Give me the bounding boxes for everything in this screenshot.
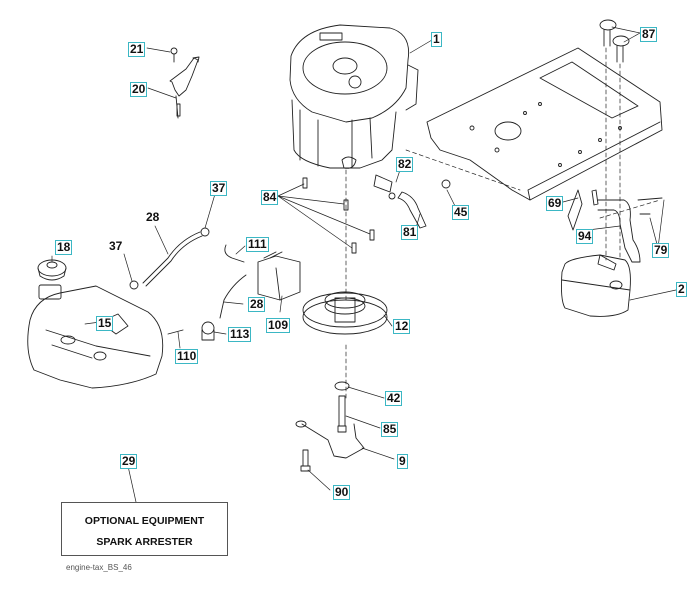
bolt-part xyxy=(337,395,347,433)
callout-94[interactable]: 94 xyxy=(576,229,594,244)
callout-37-left[interactable]: 37 xyxy=(108,239,124,253)
optional-equipment-note: OPTIONAL EQUIPMENT SPARK ARRESTER xyxy=(61,502,228,556)
callout-81[interactable]: 81 xyxy=(401,225,419,240)
fuel-cap-part xyxy=(37,259,67,281)
fuel-tank-part xyxy=(27,284,164,389)
callout-20[interactable]: 20 xyxy=(130,82,148,97)
callout-18[interactable]: 18 xyxy=(55,240,73,255)
washer-part xyxy=(334,381,350,391)
note-line-2: SPARK ARRESTER xyxy=(96,536,193,548)
diagram-caption: engine-tax_BS_46 xyxy=(66,563,132,572)
callout-110[interactable]: 110 xyxy=(175,349,199,364)
callout-2[interactable]: 2 xyxy=(676,282,687,297)
note-line-1: OPTIONAL EQUIPMENT xyxy=(84,515,205,527)
callout-21[interactable]: 21 xyxy=(128,42,146,57)
callout-109[interactable]: 109 xyxy=(266,318,291,333)
callout-12[interactable]: 12 xyxy=(393,319,411,334)
callout-79[interactable]: 79 xyxy=(652,243,670,258)
callout-90[interactable]: 90 xyxy=(333,485,351,500)
callout-85[interactable]: 85 xyxy=(381,422,399,437)
callout-111[interactable]: 111 xyxy=(246,237,269,252)
muffler-part xyxy=(560,254,631,317)
exhaust-pipe-part xyxy=(567,189,663,263)
callout-113[interactable]: 113 xyxy=(228,327,252,342)
screw-90-part xyxy=(300,449,311,472)
fuel-connector-part xyxy=(167,321,215,341)
callout-9[interactable]: 9 xyxy=(397,454,408,469)
callout-82[interactable]: 82 xyxy=(396,157,414,172)
drain-valve-part xyxy=(373,174,451,229)
callout-28-upper[interactable]: 28 xyxy=(145,210,161,224)
small-hoses-part xyxy=(219,244,247,319)
throttle-control-part xyxy=(169,47,200,119)
engine-part xyxy=(289,24,419,169)
knob-bolts-part xyxy=(599,19,630,63)
callout-84[interactable]: 84 xyxy=(261,190,279,205)
callout-42[interactable]: 42 xyxy=(385,391,403,406)
callout-15[interactable]: 15 xyxy=(96,316,114,331)
fuel-hose-part xyxy=(129,227,210,290)
engine-bolts-part xyxy=(302,177,375,254)
bracket-rod-part xyxy=(295,420,365,459)
fuel-filter-box-part xyxy=(257,251,301,301)
callout-45[interactable]: 45 xyxy=(452,205,470,220)
pulley-part xyxy=(302,291,388,335)
callout-1[interactable]: 1 xyxy=(431,32,442,47)
callout-87[interactable]: 87 xyxy=(640,27,658,42)
callout-69[interactable]: 69 xyxy=(546,196,564,211)
chassis-plate-part xyxy=(426,47,663,201)
callout-29[interactable]: 29 xyxy=(120,454,138,469)
callout-28-lower[interactable]: 28 xyxy=(248,297,266,312)
callout-37-right[interactable]: 37 xyxy=(210,181,228,196)
